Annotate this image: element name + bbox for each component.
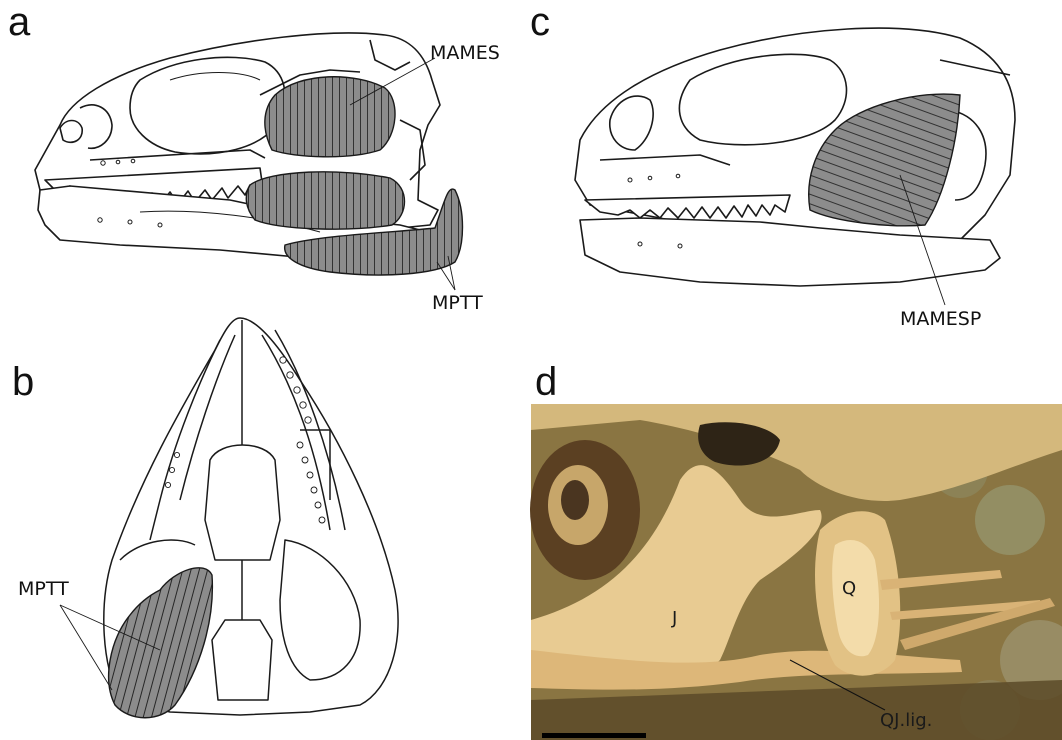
panel-letter-c: c — [530, 2, 550, 42]
label-q: Q — [842, 580, 856, 598]
label-mptt-a: MPTT — [432, 294, 483, 313]
label-j: J — [672, 610, 677, 628]
label-mamesp: MAMESP — [900, 310, 981, 329]
panel-d-photo — [530, 404, 1062, 740]
label-mames: MAMES — [430, 44, 500, 63]
label-mptt-b: MPTT — [18, 580, 69, 599]
scale-bar — [542, 733, 646, 738]
panel-letter-d: d — [535, 362, 557, 402]
label-qj-lig: QJ.lig. — [880, 712, 932, 730]
muscle-mames-a — [265, 77, 395, 157]
muscle-lower-a — [246, 172, 404, 229]
panel-letter-b: b — [12, 362, 34, 402]
panel-letter-a: a — [8, 2, 30, 42]
